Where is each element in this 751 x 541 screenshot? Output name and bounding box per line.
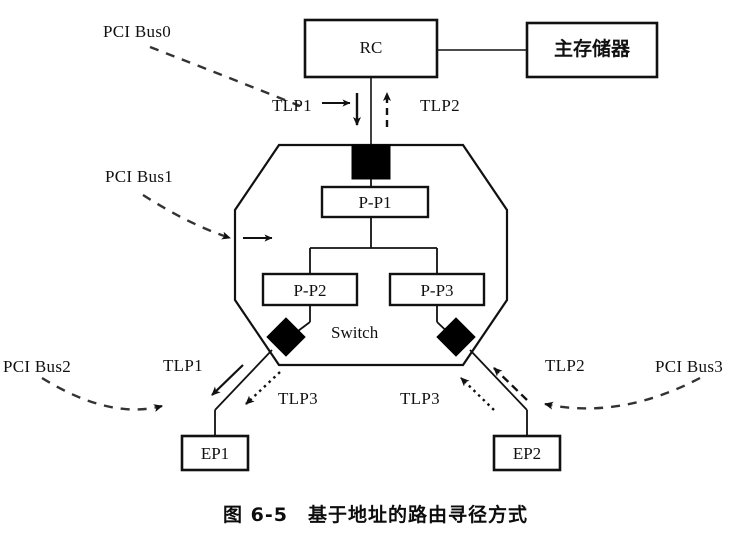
arrow-tlp3-from-ep2 <box>460 377 495 411</box>
node-ep2-box <box>492 434 562 472</box>
node-memory-label: 主存储器 <box>553 38 630 60</box>
node-ep1-label: EP1 <box>200 444 230 463</box>
figure-caption-text: 基于地址的路由寻径方式 <box>307 504 528 526</box>
label-tlp3-right: TLP3 <box>400 389 440 408</box>
node-ep2-label: EP2 <box>512 444 542 463</box>
node-rc-label: RC <box>359 38 383 57</box>
figure-caption: 图 6-5 基于地址的路由寻径方式 <box>0 500 751 527</box>
arrow-tlp1-to-ep1 <box>211 364 244 396</box>
pointer-pci-bus1 <box>142 193 231 240</box>
label-tlp3-left: TLP3 <box>278 389 318 408</box>
label-tlp2-top: TLP2 <box>420 96 460 115</box>
node-ppb2-label: P-P2 <box>293 281 327 300</box>
figure-caption-number: 图 6-5 <box>223 504 288 526</box>
link-switch-ep1 <box>214 349 273 411</box>
link-switch-ep2 <box>469 349 528 411</box>
node-ep1-box <box>180 434 250 472</box>
node-ppb2-box <box>261 272 359 307</box>
pointer-pci-bus2 <box>41 376 163 412</box>
label-pci-bus3: PCI Bus3 <box>655 357 724 376</box>
connector-upstream-port <box>351 144 391 180</box>
label-tlp2-bottom: TLP2 <box>545 356 585 375</box>
switch-label: Switch <box>331 323 379 342</box>
label-tlp1-top: TLP1 <box>272 96 312 115</box>
arrow-tlp3-to-ep1 <box>245 371 281 405</box>
node-ppb3-label: P-P3 <box>420 281 454 300</box>
node-memory-box <box>525 21 659 79</box>
pointer-pci-bus3 <box>544 376 701 410</box>
label-pci-bus1: PCI Bus1 <box>105 167 174 186</box>
connector-downstream-port-right <box>436 317 476 357</box>
switch-octagon <box>233 143 509 367</box>
label-pci-bus0: PCI Bus0 <box>103 22 172 41</box>
label-pci-bus2: PCI Bus2 <box>3 357 72 376</box>
label-tlp1-bottom: TLP1 <box>163 356 203 375</box>
pointer-pci-bus0 <box>149 45 301 108</box>
connector-downstream-port-left <box>266 317 306 357</box>
arrow-tlp2-from-ep2 <box>493 367 528 401</box>
node-ppb1-label: P-P1 <box>358 193 392 212</box>
node-ppb1-box <box>320 185 430 219</box>
